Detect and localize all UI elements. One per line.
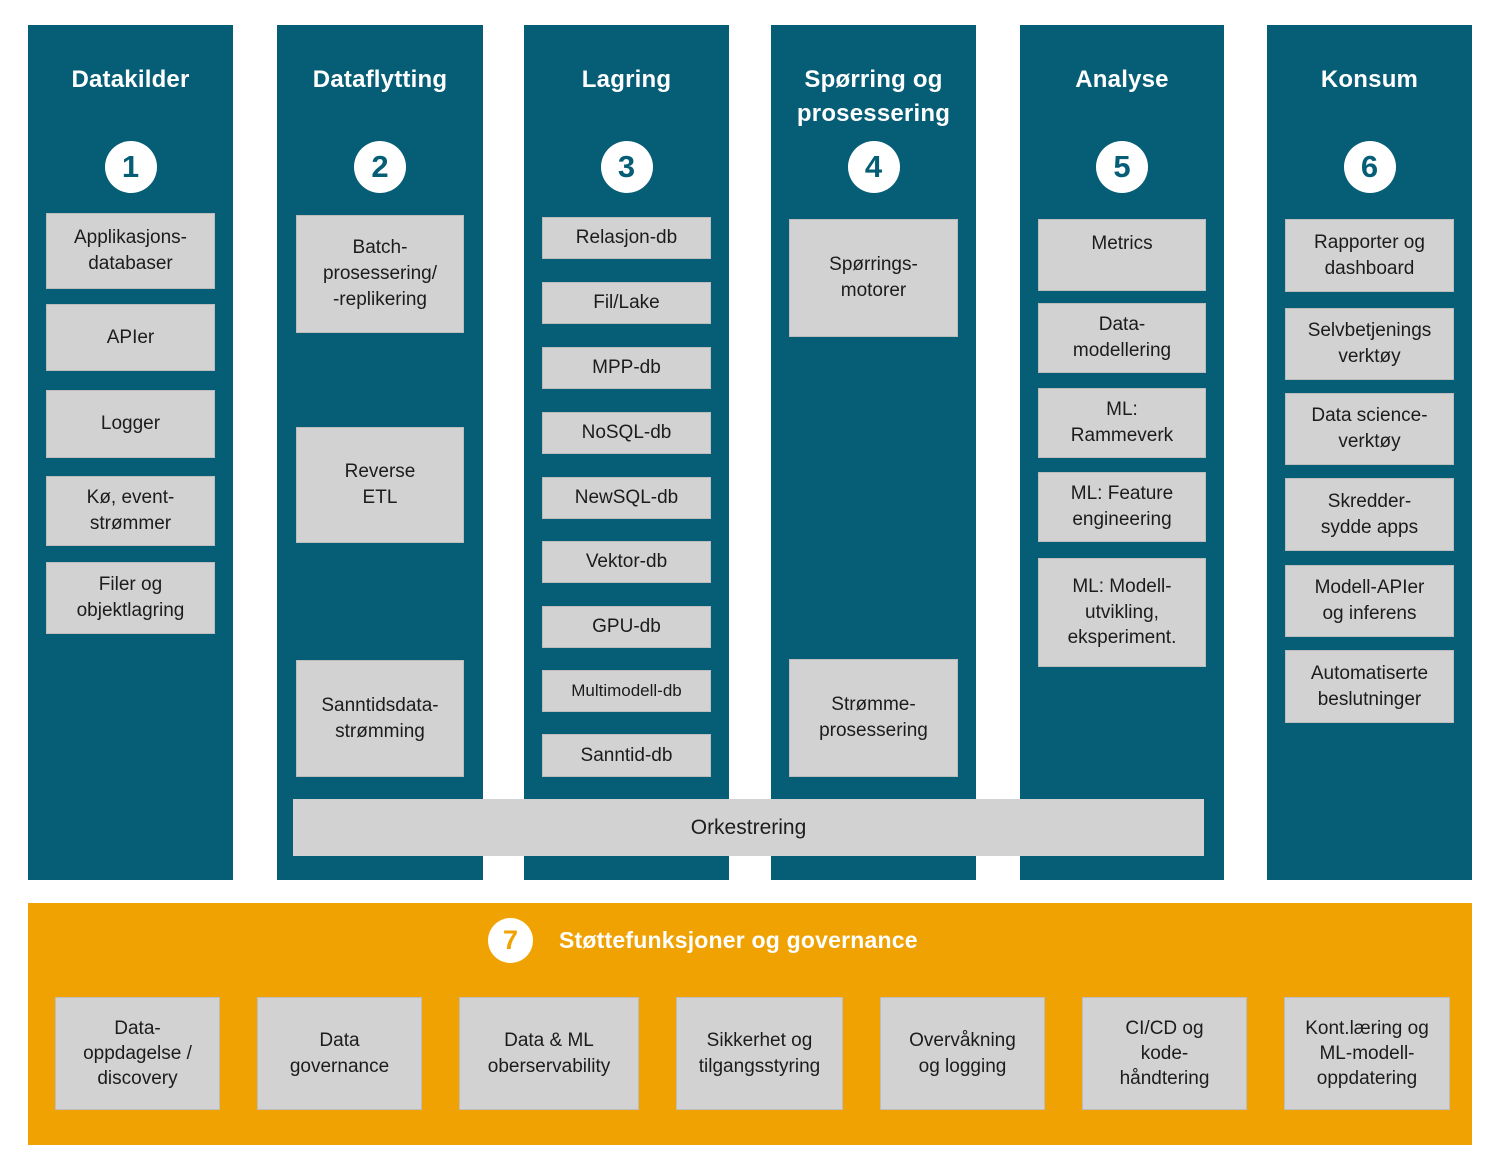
component-box: Filer og objektlagring [46, 562, 215, 634]
component-box: Metrics [1038, 219, 1206, 291]
component-box: Logger [46, 390, 215, 458]
step-number-badge: 3 [600, 141, 653, 193]
component-box: Sanntidsdata- strømming [295, 660, 465, 777]
step-number-badge: 5 [1096, 141, 1148, 193]
component-box: Skredder- sydde apps [1285, 478, 1454, 551]
component-box: Reverse ETL [295, 427, 465, 543]
column-sporring-og-prosessering: Spørring og prosessering 4 Spørrings- mo… [771, 25, 976, 880]
step-number: 1 [121, 149, 140, 184]
column-dataflytting: Dataflytting 2 Batch- prosessering/ -rep… [277, 25, 483, 880]
step-number-badge: 7 [488, 917, 533, 963]
step-number: 3 [617, 149, 636, 184]
governance-box: Data & ML oberservability [459, 997, 639, 1110]
step-number-badge: 4 [847, 141, 900, 193]
column-datakilder: Datakilder 1 Applikasjons- databaser API… [28, 25, 233, 880]
step-number: 4 [864, 149, 883, 184]
component-box: Multimodell-db [542, 670, 711, 712]
step-number-badge: 1 [104, 141, 157, 193]
governance-title: Støttefunksjoner og governance [559, 926, 918, 953]
column-lagring: Lagring 3 Relasjon-db Fil/Lake MPP-db No… [524, 25, 729, 880]
governance-panel: 7 Støttefunksjoner og governance Data- o… [28, 903, 1472, 1145]
governance-box: Data governance [257, 997, 422, 1110]
component-box: Modell-APIer og inferens [1285, 565, 1454, 637]
component-box: Batch- prosessering/ -replikering [295, 215, 465, 333]
component-box: Vektor-db [542, 541, 711, 583]
step-number: 5 [1113, 149, 1131, 184]
column-title: Dataflytting [312, 66, 448, 93]
component-box: Data science- verktøy [1285, 393, 1454, 465]
component-box: Data- modellering [1038, 303, 1206, 373]
component-box: Strømme- prosessering [789, 659, 958, 777]
component-box: NewSQL-db [542, 477, 711, 519]
governance-box: CI/CD og kode- håndtering [1082, 997, 1247, 1110]
component-box: ML: Modell- utvikling, eksperiment. [1038, 558, 1206, 667]
component-box: MPP-db [542, 347, 711, 389]
component-box: Kø, event- strømmer [46, 476, 215, 546]
component-box: Fil/Lake [542, 282, 711, 324]
governance-box: Sikkerhet og tilgangsstyring [676, 997, 843, 1110]
step-number-badge: 6 [1343, 141, 1396, 193]
governance-box: Data- oppdagelse / discovery [55, 997, 220, 1110]
governance-header: 7 Støttefunksjoner og governance [488, 917, 918, 963]
step-number: 7 [502, 924, 519, 955]
step-number: 6 [1360, 149, 1379, 184]
column-title: Datakilder [71, 66, 190, 93]
column-konsum: Konsum 6 Rapporter og dashboard Selvbetj… [1267, 25, 1472, 880]
governance-box: Kont.læring og ML-modell- oppdatering [1284, 997, 1450, 1110]
component-box: ML: Rammeverk [1038, 388, 1206, 458]
component-box: Sanntid-db [542, 734, 711, 777]
column-title: Spørring og prosessering [796, 66, 951, 127]
column-title: Konsum [1320, 66, 1419, 93]
component-box: Selvbetjenings verktøy [1285, 308, 1454, 380]
step-number: 2 [371, 149, 389, 184]
column-analyse: Analyse 5 Metrics Data- modellering ML: … [1020, 25, 1224, 880]
component-box: APIer [46, 304, 215, 371]
component-box: GPU-db [542, 606, 711, 648]
governance-box: Overvåkning og logging [880, 997, 1045, 1110]
step-number-badge: 2 [354, 141, 406, 193]
component-box: Relasjon-db [542, 217, 711, 259]
component-box: Automatiserte beslutninger [1285, 650, 1454, 723]
column-title: Analyse [1075, 66, 1169, 93]
component-box: Applikasjons- databaser [46, 213, 215, 289]
orchestration-bar: Orkestrering [293, 799, 1204, 856]
component-box: Spørrings- motorer [789, 219, 958, 337]
column-title: Lagring [581, 66, 672, 93]
component-box: NoSQL-db [542, 412, 711, 454]
component-box: ML: Feature engineering [1038, 472, 1206, 542]
component-box: Rapporter og dashboard [1285, 219, 1454, 292]
